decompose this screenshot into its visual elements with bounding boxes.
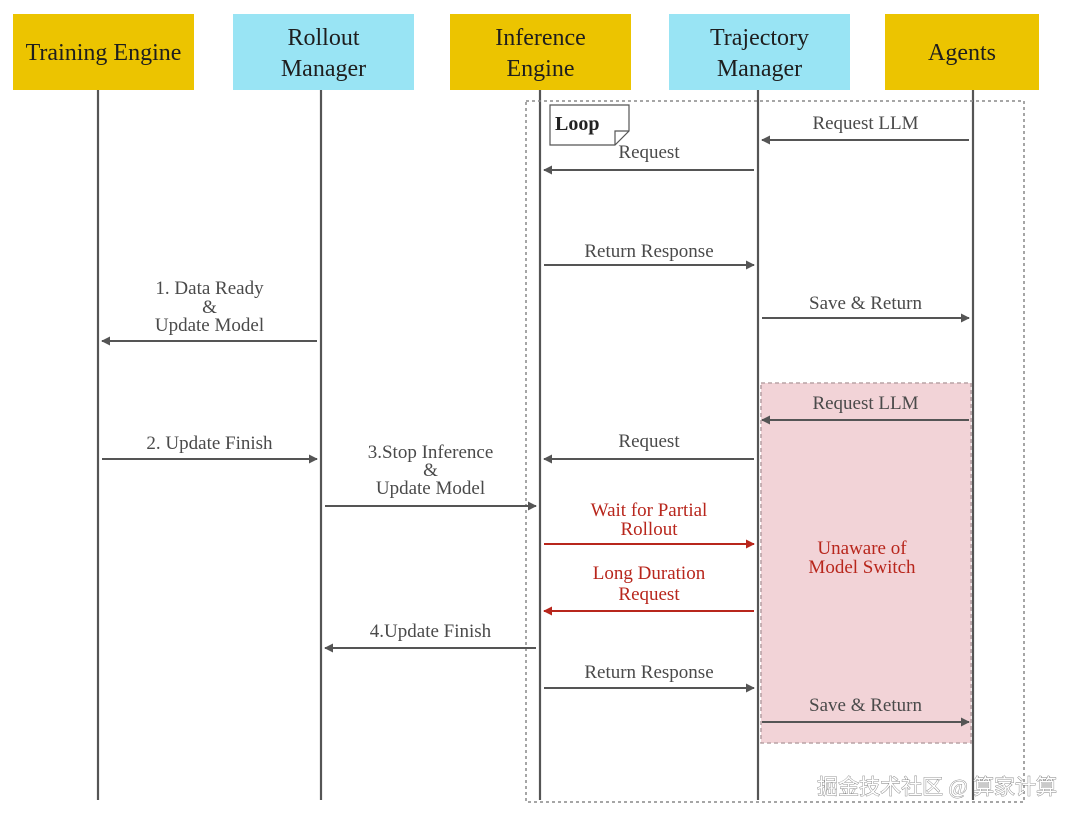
message-label: Return Response: [584, 662, 713, 683]
message-12: 4.Update Finish: [324, 621, 536, 653]
actor-agents: Agents: [885, 14, 1039, 90]
message-13: Return Response: [544, 662, 755, 693]
message-6: Request LLM: [761, 393, 969, 425]
message-14: Save & Return: [762, 695, 970, 727]
actor-box: [885, 14, 1039, 90]
message-9: 3.Stop Inference&Update Model: [325, 442, 537, 511]
message-8: Request: [543, 431, 754, 464]
message-3: Return Response: [544, 241, 755, 270]
message-label: Request LLM: [812, 113, 918, 134]
actor-label: Agents: [928, 40, 996, 66]
actor-box: [233, 14, 414, 90]
message-label: Request: [618, 431, 680, 452]
loop-tag: [549, 104, 630, 146]
watermark-text: 掘金技术社区 @ 算家计算: [817, 775, 1057, 799]
message-1: Request LLM: [761, 113, 969, 145]
actor-box: [450, 14, 631, 90]
message-label: 3.Stop Inference&Update Model: [368, 442, 494, 499]
message-2: Request: [543, 142, 754, 175]
message-label: 2. Update Finish: [146, 433, 273, 454]
message-label: Request LLM: [812, 393, 918, 414]
actor-training: Training Engine: [13, 14, 194, 90]
message-label: Return Response: [584, 241, 713, 262]
actor-label: Training Engine: [26, 40, 182, 66]
actor-box: [669, 14, 850, 90]
message-5: Save & Return: [762, 293, 970, 323]
message-label: 1. Data Ready&Update Model: [155, 278, 264, 336]
message-label: Request: [618, 142, 680, 163]
highlight-region: [760, 382, 972, 744]
loop-tag-fold: [614, 130, 629, 145]
message-7: 2. Update Finish: [102, 433, 318, 464]
message-4: 1. Data Ready&Update Model: [101, 278, 317, 346]
message-label: Save & Return: [809, 293, 922, 314]
loop-label: Loop: [555, 113, 599, 135]
actor-box: [13, 14, 194, 90]
loop-frame: [525, 100, 1025, 803]
message-label: 4.Update Finish: [370, 621, 492, 642]
message-label: Save & Return: [809, 695, 922, 716]
